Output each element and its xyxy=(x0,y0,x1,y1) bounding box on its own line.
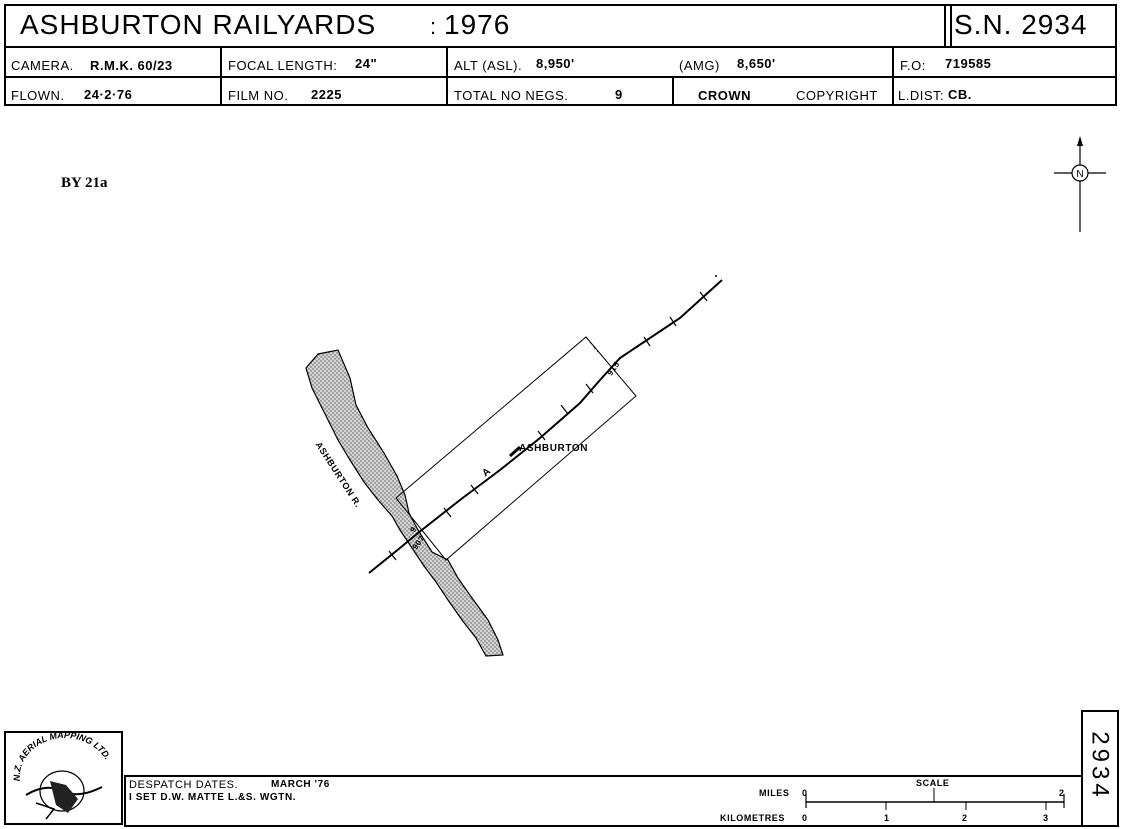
km-tick-1: 1 xyxy=(884,813,890,823)
rule xyxy=(6,76,1115,78)
title-block: ASHBURTON RAILYARDS : 1976 S.N. 2934 CAM… xyxy=(4,4,1117,106)
rule xyxy=(892,47,894,106)
km-tick-2: 2 xyxy=(962,813,968,823)
camera-label: CAMERA. xyxy=(11,58,74,73)
negs-value: 9 xyxy=(615,87,623,102)
negs-label: TOTAL NO NEGS. xyxy=(454,88,569,103)
footer-rule xyxy=(124,825,1081,827)
scale-label: SCALE xyxy=(916,778,950,788)
map-year: 1976 xyxy=(444,9,511,40)
rule xyxy=(446,47,448,106)
despatch-value: MARCH '76 xyxy=(271,779,330,790)
north-label: N xyxy=(1076,169,1083,180)
flown-value: 24·2·76 xyxy=(84,87,133,102)
sheet-number-tab: 2934 xyxy=(1081,710,1119,827)
rule xyxy=(950,6,952,47)
alt-value: 8,950' xyxy=(536,56,575,71)
footer-rule xyxy=(124,775,1081,777)
town-label: ASHBURTON xyxy=(519,443,589,454)
logo-emblem-icon: N.Z. AERIAL MAPPING LTD. xyxy=(12,730,113,820)
rule xyxy=(6,46,1115,48)
film-label: FILM NO. xyxy=(228,88,289,103)
map-title: ASHBURTON RAILYARDS xyxy=(20,9,377,40)
svg-text:N.Z. AERIAL MAPPING LTD.: N.Z. AERIAL MAPPING LTD. xyxy=(12,733,113,781)
miles-tick-0: 0 xyxy=(802,788,808,798)
logo-text: N.Z. AERIAL MAPPING LTD. xyxy=(12,730,113,781)
amg-label: (AMG) xyxy=(679,58,720,73)
camera-value: R.M.K. 60/23 xyxy=(90,58,173,73)
fo-value: 719585 xyxy=(945,56,992,71)
film-value: 2225 xyxy=(311,87,342,102)
north-arrow-icon: N xyxy=(1054,136,1106,232)
sheet-number: S.N. 2934 xyxy=(954,9,1088,40)
title-separator: : xyxy=(430,14,438,39)
amg-value: 8,650' xyxy=(737,56,776,71)
crown-label: CROWN xyxy=(698,88,752,103)
focal-label: FOCAL LENGTH: xyxy=(228,58,338,73)
rule xyxy=(672,77,674,106)
miles-tick-2: 2 xyxy=(1059,788,1065,798)
nz-aerial-mapping-logo: N.Z. AERIAL MAPPING LTD. xyxy=(4,730,123,825)
photo-run-box xyxy=(395,336,637,561)
rule xyxy=(944,6,946,47)
ldist-value: CB. xyxy=(948,87,972,102)
despatch-label: DESPATCH DATES. xyxy=(129,779,239,791)
sheet-reference: BY 21a xyxy=(61,175,108,191)
alt-label: ALT (ASL). xyxy=(454,58,523,73)
railway-line xyxy=(368,279,723,574)
flown-label: FLOWN. xyxy=(11,88,65,103)
rule xyxy=(220,47,222,106)
footer-rule xyxy=(124,775,126,827)
sheet-number-vertical: 2934 xyxy=(1086,731,1114,801)
ashburton-river xyxy=(305,349,504,657)
km-tick-3: 3 xyxy=(1043,813,1049,823)
railway-ticks xyxy=(388,291,708,561)
ldist-label: L.DIST: xyxy=(898,88,945,103)
km-tick-0: 0 xyxy=(802,813,808,823)
scale-bar xyxy=(805,788,1065,810)
miles-label: MILES xyxy=(759,788,790,798)
fo-label: F.O: xyxy=(900,58,926,73)
km-label: KILOMETRES xyxy=(720,813,786,823)
focal-value: 24" xyxy=(355,56,378,71)
set-line: I SET D.W. MATTE L.&S. WGTN. xyxy=(129,792,297,803)
copyright-label: COPYRIGHT xyxy=(796,88,878,103)
